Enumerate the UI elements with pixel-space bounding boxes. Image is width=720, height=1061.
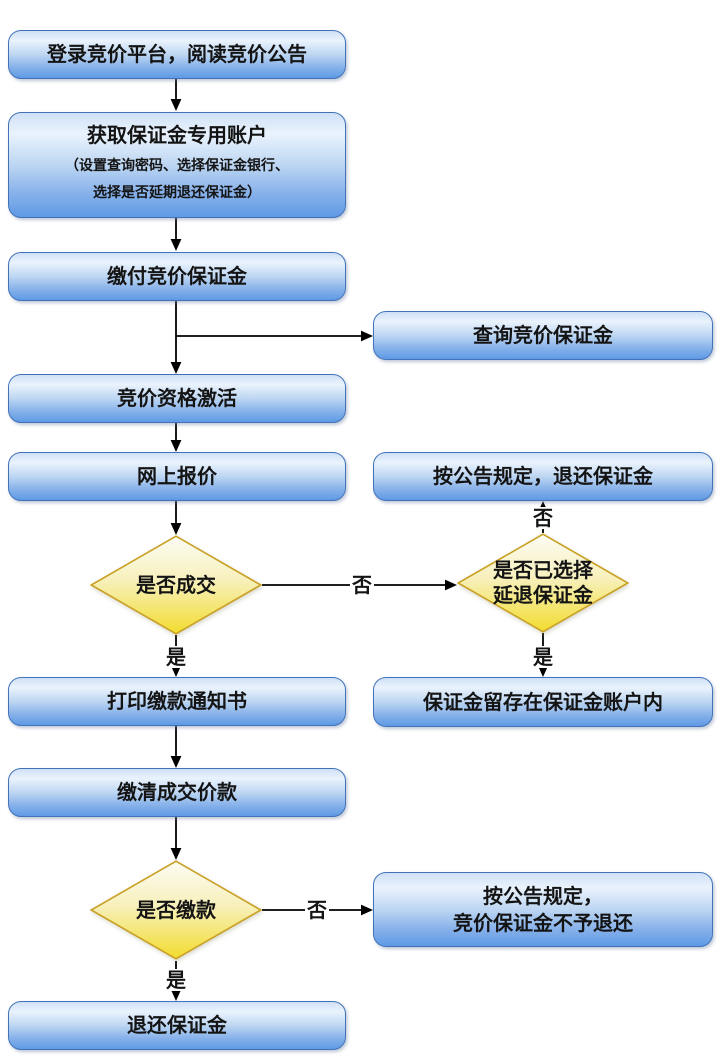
- node-login-text: 登录竞价平台，阅读竞价公告: [47, 42, 307, 66]
- node-get-account: 获取保证金专用账户 （设置查询密码、选择保证金银行、 选择是否延期退还保证金）: [8, 112, 346, 218]
- node-print-notice-text: 打印缴款通知书: [107, 689, 247, 713]
- node-online-bid-text: 网上报价: [137, 464, 217, 488]
- node-get-account-note-2: 选择是否延期退还保证金）: [93, 185, 261, 201]
- node-deal-decision-text: 是否成交: [136, 572, 216, 597]
- node-no-refund-line-1: 按公告规定，: [483, 883, 603, 908]
- node-no-refund: 按公告规定， 竞价保证金不予退还: [373, 872, 713, 947]
- node-login: 登录竞价平台，阅读竞价公告: [8, 30, 346, 79]
- diamond-shape: [457, 533, 629, 633]
- node-deal-decision: 是否成交: [90, 535, 262, 635]
- node-activate-text: 竞价资格激活: [117, 386, 237, 410]
- arrow-print-notice-to-pay-price: [170, 726, 182, 768]
- node-delay-refund-decision: 是否已选择 延退保证金: [457, 533, 629, 633]
- node-delay-refund-decision-line-2: 延退保证金: [493, 583, 593, 607]
- node-refund-deposit-text: 退还保证金: [127, 1013, 227, 1037]
- edge-label-deal-no: 否: [350, 573, 374, 597]
- arrow-activate-to-online-bid: [170, 423, 182, 452]
- node-delay-refund-decision-line-1: 是否已选择: [493, 558, 593, 582]
- arrow-pay-deposit-to-activate: [170, 301, 182, 374]
- arrow-pay-price-to-payment-decision: [170, 817, 182, 860]
- diamond-shape: [90, 535, 262, 635]
- node-payment-decision: 是否缴款: [90, 860, 262, 960]
- diamond-shape: [90, 860, 262, 960]
- node-pay-price-text: 缴清成交价款: [117, 780, 237, 804]
- node-print-notice: 打印缴款通知书: [8, 677, 346, 726]
- node-pay-deposit: 缴付竞价保证金: [8, 252, 346, 301]
- edge-label-deal-yes: 是: [164, 645, 188, 669]
- edge-label-delay-no: 否: [531, 506, 555, 530]
- node-keep-in-account-text: 保证金留存在保证金账户内: [423, 689, 663, 714]
- node-online-bid: 网上报价: [8, 452, 346, 501]
- node-no-refund-line-2: 竞价保证金不予退还: [453, 910, 633, 935]
- node-payment-decision-text: 是否缴款: [136, 897, 216, 922]
- edge-label-payment-yes: 是: [164, 968, 188, 992]
- arrow-login-to-account: [170, 79, 182, 111]
- node-pay-deposit-text: 缴付竞价保证金: [107, 264, 247, 288]
- arrow-online-bid-to-deal-decision: [170, 501, 182, 535]
- node-pay-price: 缴清成交价款: [8, 768, 346, 817]
- node-refund-deposit: 退还保证金: [8, 1001, 346, 1050]
- edge-label-payment-no: 否: [305, 898, 329, 922]
- node-refund-per-notice: 按公告规定，退还保证金: [373, 452, 713, 501]
- arrow-branch-to-query-deposit: [176, 330, 373, 342]
- node-keep-in-account: 保证金留存在保证金账户内: [373, 677, 713, 727]
- node-refund-per-notice-text: 按公告规定，退还保证金: [433, 464, 653, 488]
- edge-label-delay-yes: 是: [531, 645, 555, 669]
- arrow-account-to-pay-deposit: [170, 218, 182, 251]
- node-get-account-note-1: （设置查询密码、选择保证金银行、: [65, 158, 289, 175]
- node-query-deposit: 查询竞价保证金: [373, 311, 713, 360]
- node-get-account-title: 获取保证金专用账户: [87, 123, 267, 148]
- node-activate: 竞价资格激活: [8, 374, 346, 423]
- node-query-deposit-text: 查询竞价保证金: [473, 323, 613, 347]
